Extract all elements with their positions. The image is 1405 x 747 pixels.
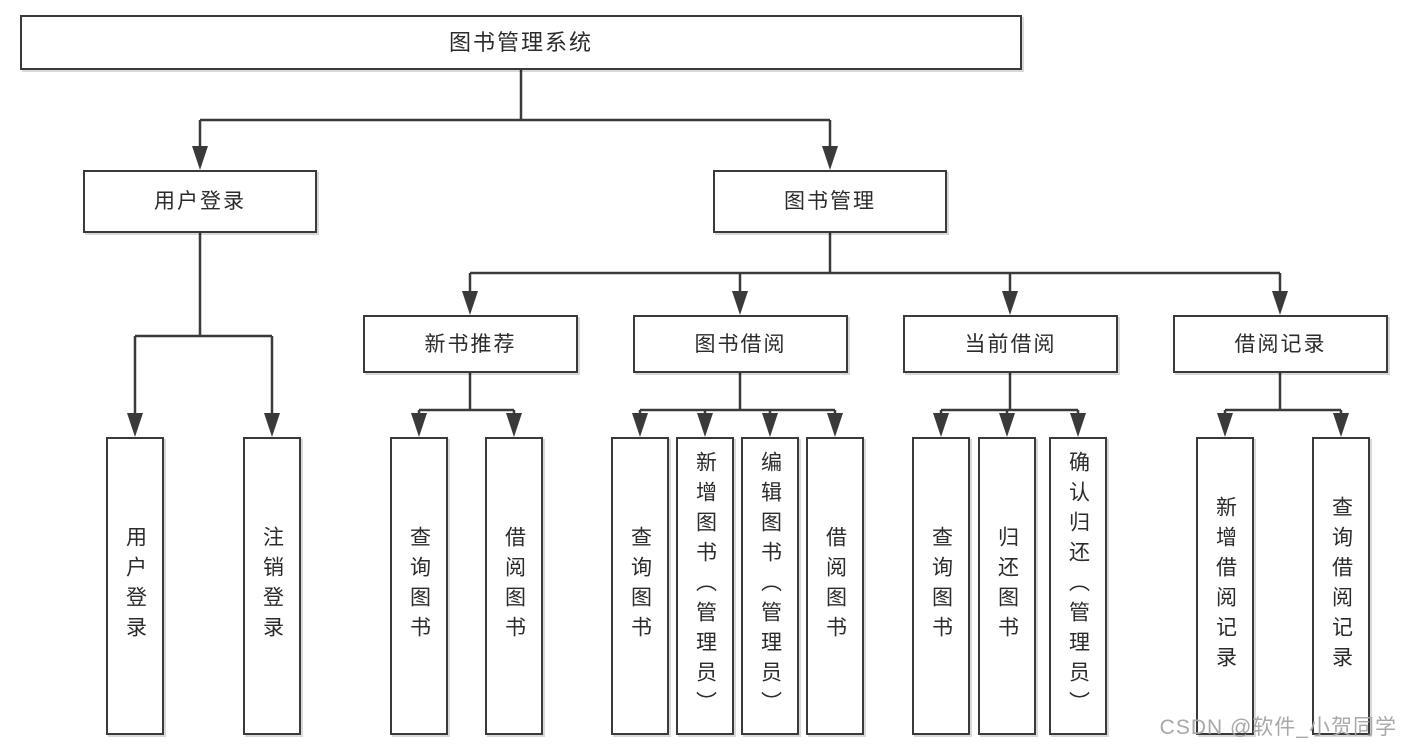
leaf-query-books-2: 查询图书 (611, 437, 669, 735)
node-label: 当前借阅 (964, 332, 1057, 356)
arrowhead (264, 413, 280, 437)
csdn-watermark: CSDN @软件_小贺同学 (1159, 716, 1397, 739)
arrowhead (462, 291, 478, 315)
arrowhead (506, 413, 522, 437)
node-label: 查询借阅记录 (1329, 496, 1353, 676)
arrowhead (762, 413, 778, 437)
node-label: 编辑图书（管理员） (758, 451, 782, 721)
connector-book-borrow-split (638, 373, 837, 414)
arrowhead (732, 291, 748, 315)
node-book-borrowing: 图书借阅 (633, 315, 848, 373)
arrowhead (697, 413, 713, 437)
arrowhead (1070, 413, 1086, 437)
node-new-book-recommend: 新书推荐 (363, 315, 578, 373)
node-label: 借阅记录 (1234, 332, 1327, 356)
leaf-add-borrow-record: 新增借阅记录 (1196, 437, 1254, 735)
node-label: 新增图书（管理员） (693, 451, 717, 721)
leaf-user-login: 用户登录 (106, 437, 164, 735)
node-label: 新书推荐 (424, 332, 517, 356)
leaf-borrow-books-1: 借阅图书 (485, 437, 543, 735)
node-label: 用户登录 (154, 190, 246, 213)
node-current-borrowing: 当前借阅 (903, 315, 1118, 373)
leaf-confirm-return-admin: 确认归还（管理员） (1049, 437, 1107, 735)
node-label: 注销登录 (260, 526, 284, 646)
connector-borrow-records-split (1223, 373, 1343, 414)
connector-current-borrow-split (939, 373, 1080, 414)
node-label: 图书管理系统 (448, 29, 593, 55)
arrowhead (999, 413, 1015, 437)
connector-new-book-split (417, 373, 516, 414)
node-label: 确认归还（管理员） (1066, 451, 1090, 721)
leaf-logout: 注销登录 (243, 437, 301, 735)
leaf-query-books-3: 查询图书 (912, 437, 970, 735)
node-label: 借阅图书 (823, 526, 847, 646)
node-label: 查询图书 (407, 526, 431, 646)
node-root-system: 图书管理系统 (20, 15, 1022, 70)
leaf-query-books-1: 查询图书 (390, 437, 448, 735)
leaf-borrow-books-2: 借阅图书 (806, 437, 864, 735)
leaf-edit-books-admin: 编辑图书（管理员） (741, 437, 799, 735)
arrowhead (192, 146, 208, 170)
node-book-management-branch: 图书管理 (713, 170, 947, 233)
connector-root-split (198, 68, 832, 147)
arrowhead (411, 413, 427, 437)
node-user-login-branch: 用户登录 (83, 170, 317, 233)
connector-book-mgmt-split (468, 232, 1282, 292)
node-label: 用户登录 (123, 526, 147, 646)
arrowhead (632, 413, 648, 437)
leaf-query-borrow-record: 查询借阅记录 (1312, 437, 1370, 735)
arrowhead (1217, 413, 1233, 437)
node-label: 查询图书 (628, 526, 652, 646)
node-label: 新增借阅记录 (1213, 496, 1237, 676)
arrowhead (1272, 291, 1288, 315)
arrowhead (1002, 291, 1018, 315)
node-borrowing-records: 借阅记录 (1173, 315, 1388, 373)
leaf-return-books: 归还图书 (978, 437, 1036, 735)
node-label: 借阅图书 (502, 526, 526, 646)
arrowhead (822, 146, 838, 170)
node-label: 查询图书 (929, 526, 953, 646)
arrowhead (1333, 413, 1349, 437)
connector-user-login-split (133, 232, 274, 414)
node-label: 图书管理 (784, 190, 876, 213)
arrowhead (127, 413, 143, 437)
node-label: 归还图书 (995, 526, 1019, 646)
node-label: 图书借阅 (694, 332, 787, 356)
arrowhead (933, 413, 949, 437)
arrowhead (827, 413, 843, 437)
leaf-add-books-admin: 新增图书（管理员） (676, 437, 734, 735)
